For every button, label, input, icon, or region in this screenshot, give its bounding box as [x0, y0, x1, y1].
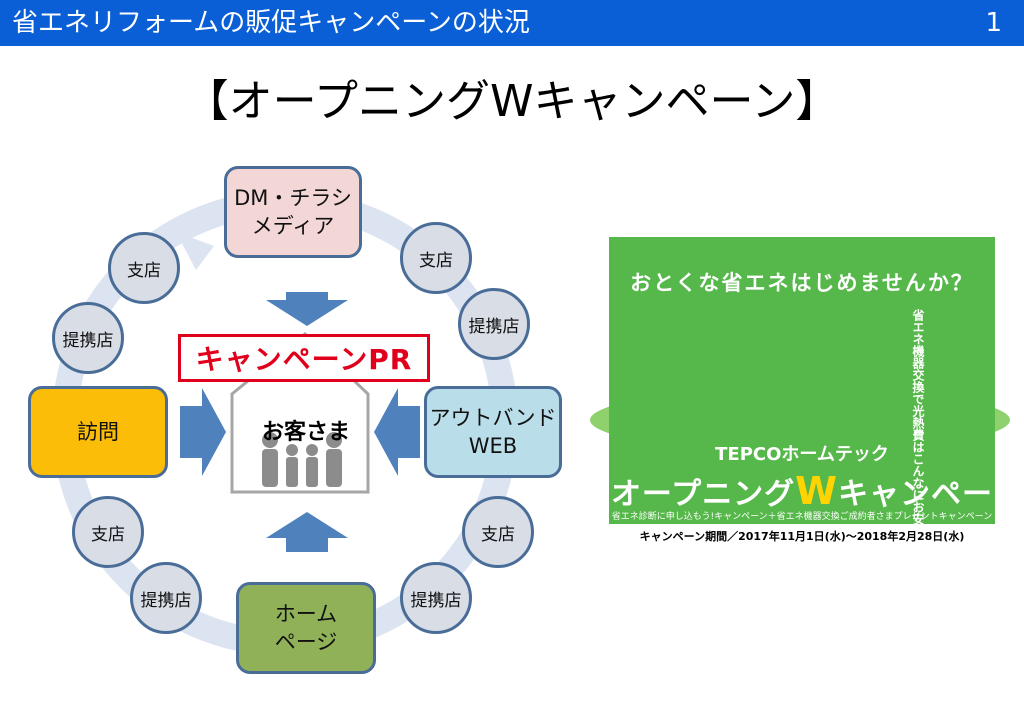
partner-circle: 提携店	[400, 562, 472, 634]
outbound-web-box: アウトバンド WEB	[424, 386, 562, 478]
cycle-arrowhead	[176, 232, 214, 270]
visit-box: 訪問	[28, 386, 168, 478]
partner-circle: 提携店	[458, 288, 530, 360]
dm-flyer-media-box: DM・チラシ メディア	[224, 166, 362, 258]
campaign-pr-banner: キャンペーンPR	[178, 334, 430, 382]
customer-label: お客さま	[261, 420, 350, 445]
page-number: 1	[985, 8, 1002, 38]
branch-circle: 支店	[400, 222, 472, 294]
ad-campaign-period: キャンペーン期間／2017年11月1日(水)〜2018年2月28日(水)	[609, 524, 995, 549]
arrow-from-visit-icon	[180, 388, 226, 476]
campaign-ad-image: おとくな省エネはじめませんか？ 省エネ機器交換で光熱費はこんなにお安く！ TEP…	[609, 237, 995, 549]
ad-subtitle: 省エネ診断に申し込もう!キャンペーン＋省エネ機器交換ご成約者さまプレゼントキャン…	[611, 512, 993, 522]
slide-title: 省エネリフォームの販促キャンペーンの状況	[12, 8, 530, 38]
ad-campaign-w: W	[795, 469, 839, 513]
partner-circle: 提携店	[130, 562, 202, 634]
arrow-from-dm-icon	[266, 292, 348, 326]
family-silhouette-icon	[262, 432, 342, 487]
arrow-from-homepage-icon	[266, 512, 348, 552]
branch-circle: 支店	[108, 232, 180, 304]
homepage-box: ホーム ページ	[236, 582, 376, 674]
partner-circle: 提携店	[52, 302, 124, 374]
ad-campaign-pre: オープニング	[610, 477, 796, 512]
branch-circle: 支店	[462, 496, 534, 568]
main-title: 【オープニングWキャンペーン】	[184, 76, 840, 127]
ad-headline: おとくな省エネはじめませんか？	[630, 271, 974, 295]
ad-vertical-copy: 省エネ機器交換で光熱費はこんなにお安く！	[911, 309, 925, 549]
branch-circle: 支店	[72, 496, 144, 568]
arrow-from-outbound-icon	[374, 388, 420, 476]
ad-company-name: TEPCOホームテック	[715, 444, 889, 465]
header-bar: 省エネリフォームの販促キャンペーンの状況 1	[0, 0, 1024, 46]
